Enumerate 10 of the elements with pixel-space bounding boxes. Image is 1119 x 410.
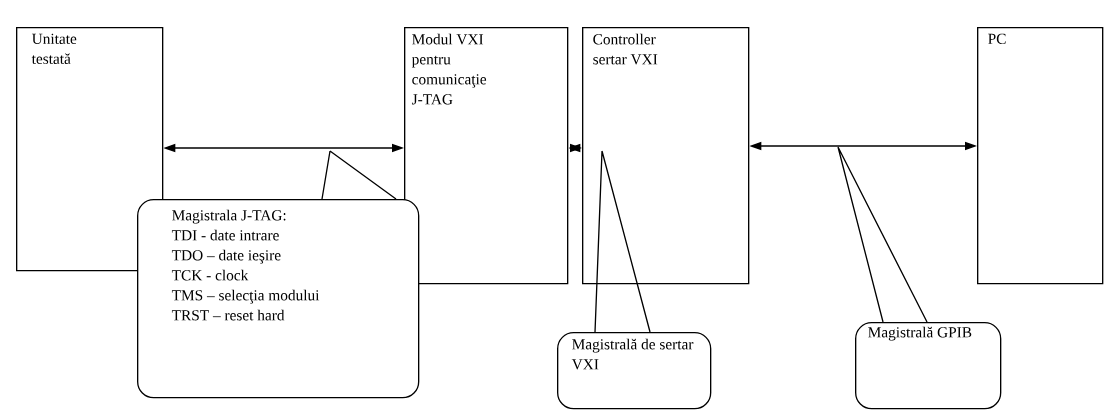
unit-box: PC — [977, 27, 1104, 285]
callout-box: Magistrala J-TAG: TDI - date intrare TDO – date ieşire TCK - clock TMS – selecţia modului TRST – reset hard — [137, 199, 420, 399]
callout-box: Magistrală de sertar VXI — [557, 332, 712, 410]
unit-box: Modul VXI pentru comunicaţie J-TAG — [404, 27, 569, 285]
unit-box: Unitate testată — [16, 27, 164, 272]
callout-box: Magistrală GPIB — [855, 322, 1002, 410]
callout-pointer — [321, 150, 397, 200]
callout-pointer — [594, 150, 651, 333]
callout-pointer — [837, 146, 928, 323]
unit-box: Controller sertar VXI — [582, 27, 750, 285]
